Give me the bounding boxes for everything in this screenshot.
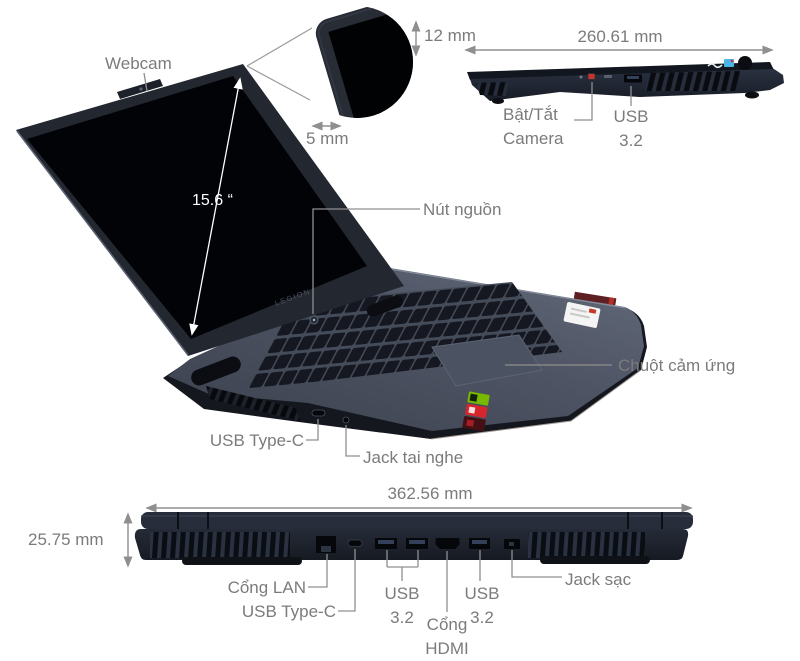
rear-leader-lines [308,549,562,612]
inset-tangent-top [246,27,313,67]
usb-a-tab-side [627,76,639,79]
usb-rear-right-label: USB 3.2 [464,584,500,627]
usb-side-label: USB 3.2 [613,107,649,150]
touchpad-label: Chuột cảm ứng [618,356,736,375]
rear-lid-strip [141,512,693,529]
usb-c-port-rear [347,539,363,547]
side-marking [604,75,612,78]
power-button-label: Nút nguồn [423,200,502,219]
screen-size-label: 15.6 “ [192,192,233,209]
charger-pin [509,542,514,546]
laptop-rear-view [123,503,693,612]
camera-kill-switch [587,73,596,80]
usb-rear-left-label: USB 3.2 [384,584,420,627]
lan-leader-line [308,554,328,588]
rear-vent-left [150,532,290,558]
hdmi-label: Cổng HDMI [425,615,469,658]
side-foot-front [492,98,504,104]
rear-height-dimension: 25.75 mm [28,530,104,549]
rear-ports [316,536,520,553]
hinge-right [366,295,404,317]
rear-hinge-seams [177,512,663,529]
headphone-jack [342,416,350,424]
charger-leader-line [511,550,562,578]
headphone-leader-line [345,425,360,457]
usb-a-tab-3 [472,540,487,544]
usb-a-tab-1 [378,540,394,544]
usb-c-side-label: USB Type-C [209,431,304,450]
side-rear-vent [645,71,740,91]
side-lid-logo [707,59,734,69]
rear-foot-left [182,557,302,565]
side-width-dimension: 260.61 mm [577,27,663,46]
screen-diagonal-arrow [189,77,243,336]
bezel-inset [246,6,421,131]
spec-stickers [462,391,490,432]
camera-switch-label: Bật/Tắt Camera [503,105,564,148]
side-hinge-knob [738,56,752,70]
usb-a-tab-2 [409,540,425,544]
hdmi-port [435,538,460,549]
webcam-leader-line [143,72,148,92]
laptop-side-view [464,45,784,121]
side-lid-edge [467,62,774,80]
usb-c-rear-label: USB Type-C [241,602,336,621]
laptop-main-view: LEGION [16,64,647,440]
webcam-label: Webcam [105,54,172,73]
camera-switch-leader-line [574,82,593,121]
bezel-top-dimension: 12 mm [424,26,476,45]
rear-width-dimension: 362.56 mm [387,484,473,503]
camera-switch-icon [579,75,583,79]
lan-port-tab [321,546,331,552]
main-leader-lines [143,72,612,457]
usb-c-port-side [311,409,326,417]
inset-circle [301,6,413,118]
usb-c-rear-leader-line [338,549,356,612]
power-leader-line [312,208,420,314]
bezel-side-dimension: 5 mm [306,129,349,148]
side-foot-rear [745,91,759,99]
rear-vent-strip [573,291,617,306]
power-led [312,318,316,322]
rear-foot-right [540,556,650,564]
lan-label: Cổng LAN [227,578,306,597]
webcam-lens [139,87,143,91]
inset-tangent-bottom [246,65,311,101]
deck-front-lip [430,369,642,440]
side-front-vent [476,82,508,96]
rear-vent-right [528,532,645,558]
hinge-left [191,356,241,386]
headphone-label: Jack tai nghe [363,448,464,467]
usb-c-side-leader-line [306,419,319,441]
service-sticker [563,302,601,328]
touchpad [431,334,543,387]
left-exhaust-vent [206,386,300,421]
usb-pair-leader-line [386,550,419,581]
charger-label: Jack sạc [565,570,632,589]
lid-edge-highlight [16,130,189,356]
